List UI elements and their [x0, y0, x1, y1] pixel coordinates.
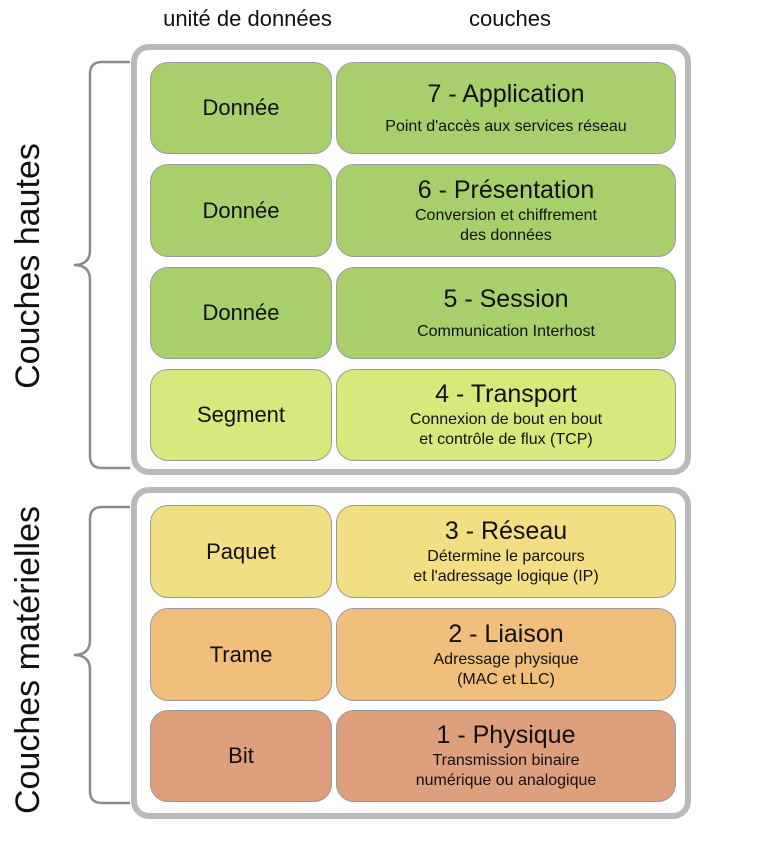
layer-4-unit-cell: Segment — [150, 369, 332, 461]
layer-5-unit-cell: Donnée — [150, 267, 332, 359]
layer-7-description: Point d'accès aux services réseau — [385, 117, 627, 135]
layer-5-description: Communication Interhost — [417, 322, 595, 340]
layer-1-unit: Bit — [228, 743, 254, 768]
layer-6-unit: Donnée — [202, 197, 280, 223]
layer-5-title: 5 - Session — [443, 284, 569, 313]
brace-hardware-layers — [73, 505, 130, 805]
layer-5-cell: 5 - Session Communication Interhost — [336, 267, 676, 359]
layer-3-unit: Paquet — [206, 538, 276, 564]
layer-2-unit: Trame — [209, 641, 273, 667]
layer-3-description: Détermine le parcours et l'adressage log… — [413, 547, 599, 585]
layer-4-title: 4 - Transport — [435, 380, 577, 408]
layer-1-unit-cell: Bit — [150, 710, 332, 802]
layer-4-cell: 4 - Transport Connexion de bout en bout … — [336, 369, 676, 461]
layer-7-unit: Donnée — [202, 95, 280, 120]
layer-2-title: 2 - Liaison — [448, 619, 564, 648]
layer-6-title: 6 - Présentation — [417, 175, 595, 204]
layer-4-unit: Segment — [196, 402, 286, 427]
layer-7-unit-cell: Donnée — [150, 62, 332, 154]
layer-3-cell: 3 - Réseau Détermine le parcours et l'ad… — [336, 505, 676, 598]
layer-4-description: Connexion de bout en bout et contrôle de… — [409, 411, 603, 448]
layer-2-cell: 2 - Liaison Adressage physique (MAC et L… — [336, 608, 676, 701]
layer-3-title: 3 - Réseau — [444, 516, 568, 545]
layer-6-description: Conversion et chiffrement des données — [414, 206, 597, 244]
layer-3-unit-cell: Paquet — [150, 505, 332, 598]
layer-6-cell: 6 - Présentation Conversion et chiffreme… — [336, 164, 676, 257]
layer-1-description: Transmission binaire numérique ou analog… — [415, 752, 597, 789]
group-label-hardware-layers: Couches matérielles — [9, 505, 47, 815]
layer-5-unit: Donnée — [202, 300, 280, 325]
column-header-data-unit: unité de données — [163, 6, 332, 31]
group-label-upper-layers: Couches hautes — [9, 143, 47, 389]
layer-2-description: Adressage physique (MAC et LLC) — [433, 650, 579, 688]
column-header-layers: couches — [469, 6, 551, 31]
layer-7-title: 7 - Application — [427, 79, 585, 108]
layer-1-title: 1 - Physique — [436, 721, 576, 749]
layer-1-cell: 1 - Physique Transmission binaire numéri… — [336, 710, 676, 802]
layer-2-unit-cell: Trame — [150, 608, 332, 701]
brace-upper-layers — [73, 60, 130, 470]
layer-7-cell: 7 - Application Point d'accès aux servic… — [336, 62, 676, 154]
layer-6-unit-cell: Donnée — [150, 164, 332, 257]
